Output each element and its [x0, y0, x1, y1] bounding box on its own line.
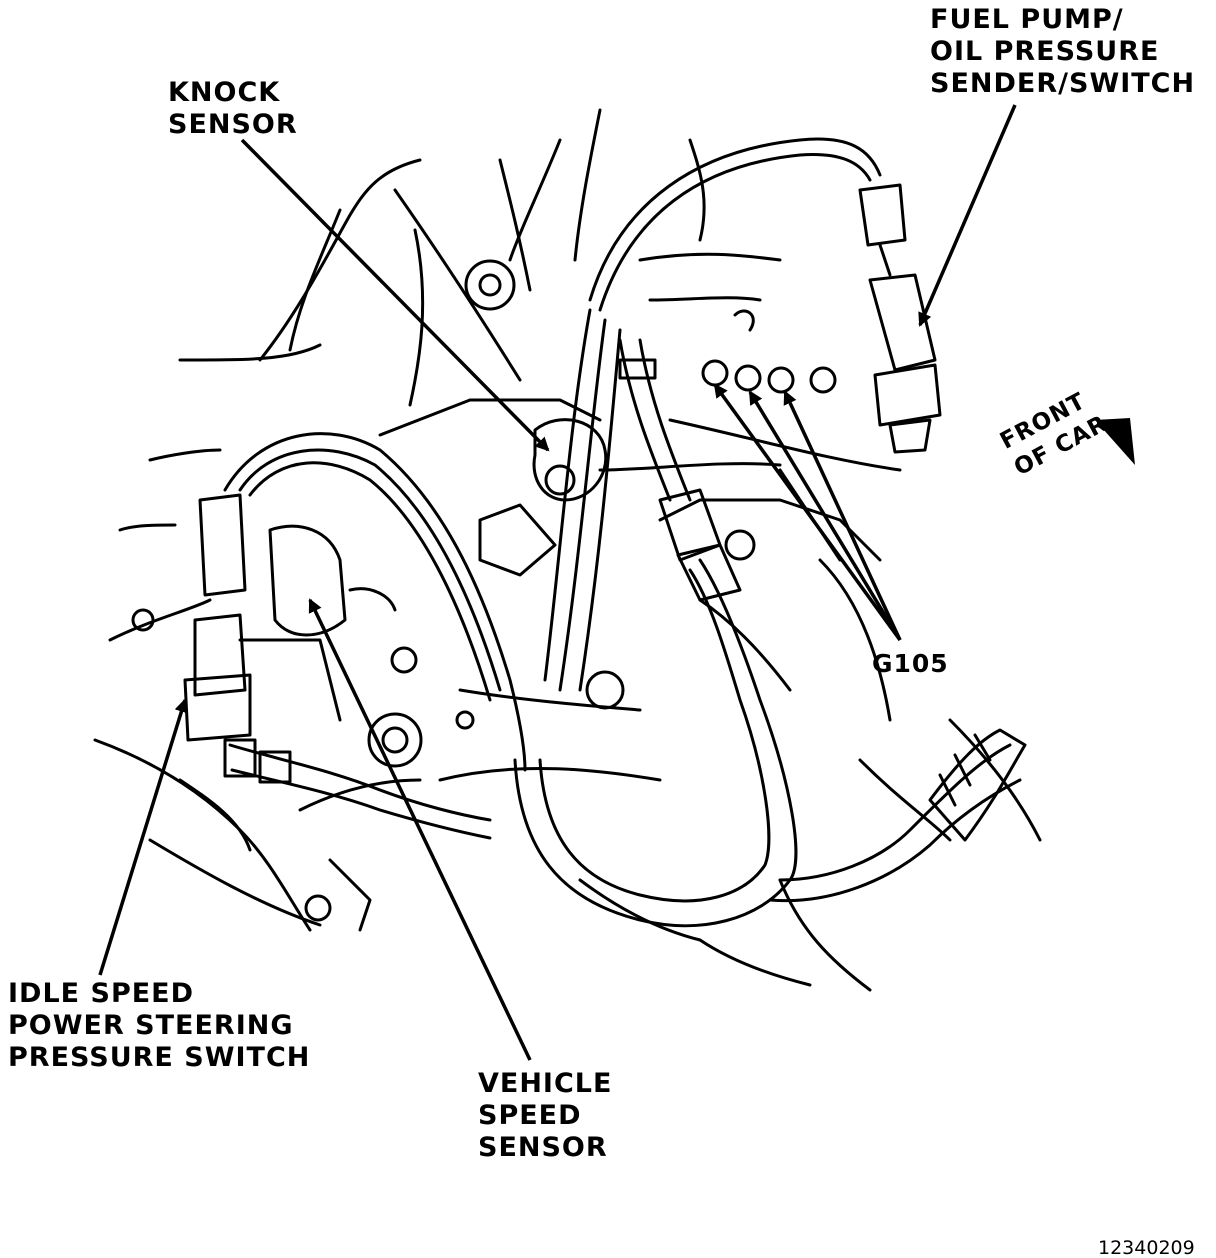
conduit-right — [928, 728, 1027, 842]
fuel-pump-leader — [918, 104, 1017, 327]
vss-label-line3: SENSOR — [478, 1132, 608, 1163]
g105-leader-3 — [783, 390, 902, 641]
g105-leader-1 — [713, 383, 902, 642]
oil-pressure-sender — [868, 273, 937, 372]
ground-g105-label: G105 — [872, 649, 949, 678]
figure-number: 12340209 — [1098, 1237, 1195, 1258]
harness-left — [223, 432, 527, 772]
knock-sensor-label-line1: KNOCK — [168, 77, 281, 108]
upper-body-contour — [258, 158, 422, 362]
knock-sensor-label: KNOCK SENSOR — [168, 77, 298, 141]
idle-speed-label-line2: POWER STEERING — [8, 1010, 294, 1041]
knock-sensor-body — [532, 418, 608, 502]
harness-center — [588, 137, 882, 302]
vss-label-line2: SPEED — [478, 1100, 582, 1131]
idle-speed-leader — [98, 698, 189, 976]
power-steering-hose — [228, 743, 492, 822]
harness-lower-loop — [513, 558, 798, 928]
vss-label-line1: VEHICLE — [478, 1068, 613, 1099]
g105-leader-2 — [748, 390, 902, 641]
idle-speed-label-line1: IDLE SPEED — [8, 978, 195, 1009]
knock-sensor-leader — [240, 138, 550, 452]
vss-leader — [308, 598, 532, 1061]
fuel-pump-label-line2: OIL PRESSURE — [930, 36, 1160, 67]
fuel-pump-label: FUEL PUMP/ OIL PRESSURE SENDER/SWITCH — [930, 4, 1195, 100]
idle-speed-label: IDLE SPEED POWER STEERING PRESSURE SWITC… — [8, 978, 310, 1074]
fuel-pump-label-line3: SENDER/SWITCH — [930, 68, 1196, 99]
idle-speed-label-line3: PRESSURE SWITCH — [8, 1042, 311, 1073]
front-of-car-arrow — [1095, 418, 1135, 465]
knock-sensor-label-line2: SENSOR — [168, 109, 298, 140]
ps-switch-body — [193, 613, 247, 697]
vehicle-speed-sensor-label: VEHICLE SPEED SENSOR — [478, 1068, 612, 1164]
fuel-pump-label-line1: FUEL PUMP/ — [930, 4, 1124, 35]
vss-body — [268, 524, 347, 637]
